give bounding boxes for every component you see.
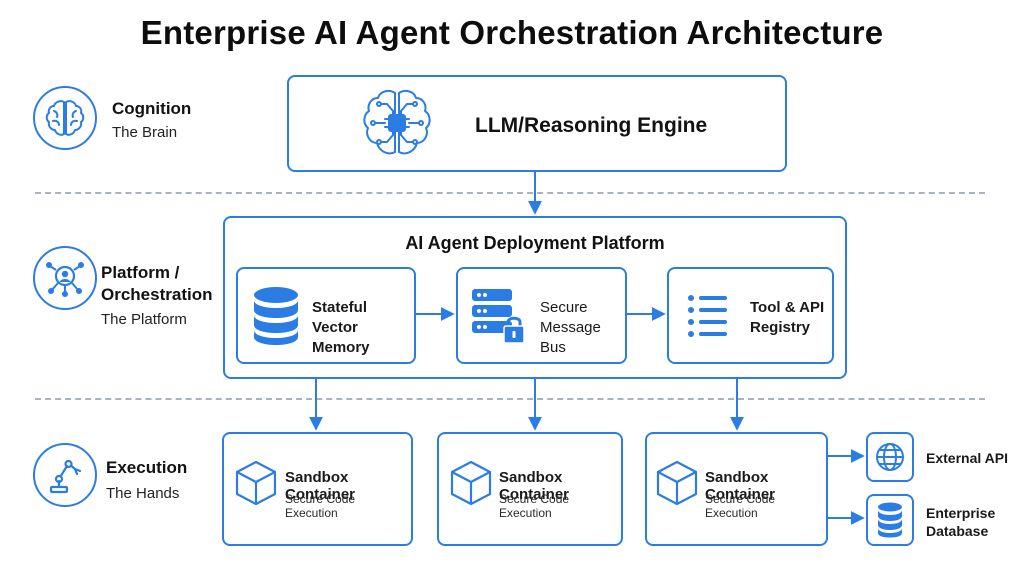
enterprise-database-box [866, 494, 914, 546]
sandbox-container-1: Sandbox Container Secure Code Execution [222, 432, 413, 546]
tool-registry-label-line1: Tool & API [750, 299, 825, 316]
brain-icon [45, 100, 85, 136]
layer-divider-top [35, 192, 985, 194]
sandbox-3-title: Sandbox Container [705, 469, 776, 503]
cognition-layer-label: Cognition The Brain [112, 98, 191, 141]
platform-layer-label: Platform / Orchestration The Platform [101, 262, 212, 328]
cognition-layer-name: Cognition [112, 99, 192, 118]
vector-memory-card: Stateful Vector Memory [236, 267, 416, 364]
vector-memory-label: Stateful Vector Memory [312, 298, 414, 358]
robotic-arm-icon [49, 459, 82, 494]
enterprise-database-label-line2: Database [926, 523, 989, 539]
sandbox-2-title: Sandbox Container [499, 469, 570, 503]
globe-icon [876, 443, 904, 471]
execution-layer-name: Execution [106, 458, 188, 477]
message-bus-label-line1: Secure [540, 299, 588, 316]
tool-registry-label-line2: Registry [750, 319, 811, 336]
llm-engine-label: LLM/Reasoning Engine [475, 114, 708, 137]
enterprise-database-label-line1: Enterprise [926, 505, 996, 521]
deployment-platform-title: AI Agent Deployment Platform [405, 233, 665, 253]
llm-engine-box: LLM/Reasoning Engine [287, 75, 787, 172]
list-icon [688, 295, 727, 337]
platform-layer-icon-circle [33, 246, 97, 310]
message-bus-label: Secure Message Bus [540, 298, 625, 358]
execution-layer-subtitle: The Hands [106, 485, 180, 502]
sandbox-3-subtitle: Secure Code Execution [705, 492, 776, 520]
sandbox-1-title: Sandbox Container [285, 469, 356, 503]
platform-layer-subtitle: The Platform [101, 311, 187, 328]
page-title: Enterprise AI Agent Orchestration Archit… [140, 14, 884, 51]
tool-registry-card: Tool & API Registry [667, 267, 834, 364]
brain-chip-icon [363, 89, 431, 155]
database-icon [254, 287, 298, 345]
layer-divider-bottom [35, 398, 985, 400]
enterprise-database-label: Enterprise Database [926, 504, 995, 540]
platform-layer-name-line2: Orchestration [101, 285, 213, 304]
execution-layer-icon-circle [33, 443, 97, 507]
cube-icon [235, 460, 277, 506]
vector-memory-label-line2: Memory [312, 339, 370, 356]
external-api-label: External API [926, 450, 1008, 466]
sandbox-container-2: Sandbox Container Secure Code Execution [437, 432, 623, 546]
sandbox-1-subtitle: Secure Code Execution [285, 492, 356, 520]
external-api-box [866, 432, 914, 482]
sandbox-container-3: Sandbox Container Secure Code Execution [645, 432, 828, 546]
cube-icon [656, 460, 698, 506]
message-bus-card: Secure Message Bus [456, 267, 627, 364]
vector-memory-label-line1: Stateful Vector [312, 299, 368, 336]
server-lock-icon [472, 289, 525, 344]
cognition-layer-subtitle: The Brain [112, 124, 178, 141]
tool-registry-label: Tool & API Registry [750, 298, 824, 338]
cognition-layer-icon-circle [33, 86, 97, 150]
message-bus-label-line2: Message Bus [540, 319, 601, 356]
database-icon [878, 502, 902, 538]
orchestration-network-icon [46, 262, 84, 297]
sandbox-2-subtitle: Secure Code Execution [499, 492, 570, 520]
platform-layer-name-line1: Platform / [101, 263, 180, 282]
execution-layer-label: Execution The Hands [106, 457, 187, 502]
cube-icon [450, 460, 492, 506]
